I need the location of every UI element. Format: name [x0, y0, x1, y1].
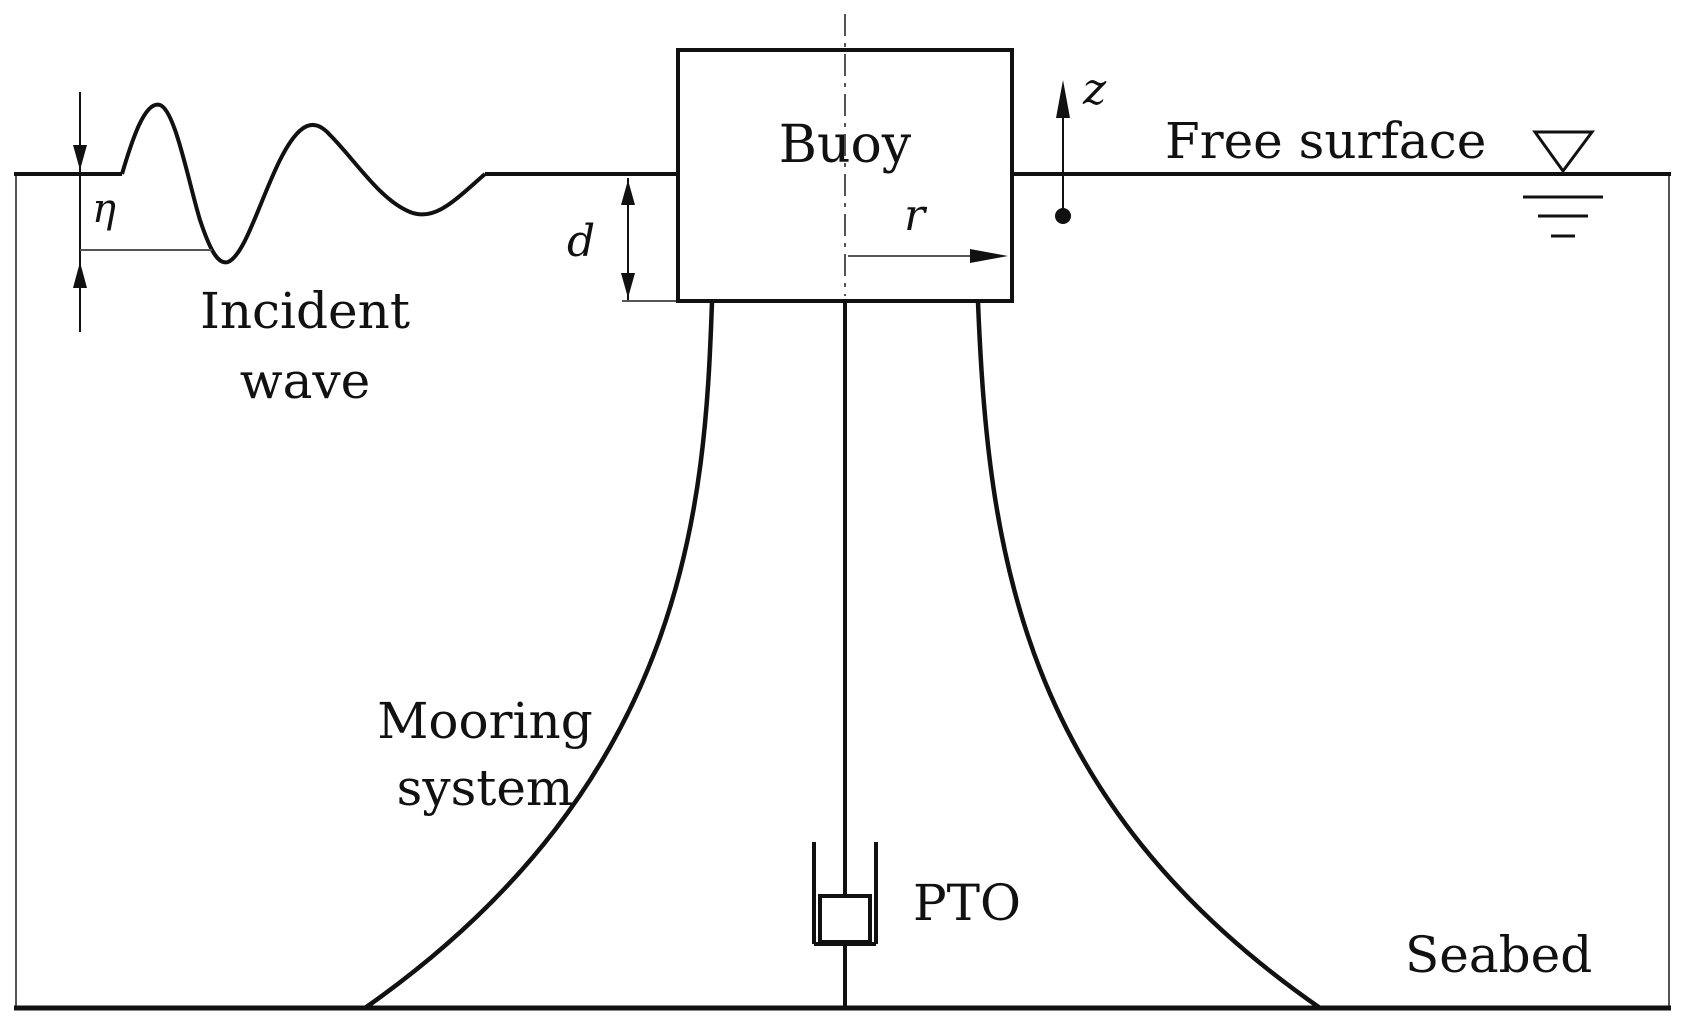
r-symbol: r — [904, 190, 928, 241]
water-level-icon — [1523, 130, 1603, 238]
incident-wave-curve — [120, 102, 487, 265]
eta-arrow-down — [73, 145, 87, 170]
z-arrow-head — [1056, 80, 1070, 118]
buoy-label: Buoy — [779, 115, 912, 175]
z-origin-dot — [1055, 208, 1071, 224]
d-symbol: d — [567, 216, 595, 267]
seabed-label: Seabed — [1405, 926, 1592, 984]
eta-symbol: η — [92, 186, 116, 232]
mooring-label-line2: system — [397, 759, 574, 817]
d-arrow-up — [621, 180, 635, 205]
z-symbol: z — [1082, 64, 1107, 115]
eta-arrow-up — [73, 262, 87, 288]
pto-damper — [812, 842, 878, 946]
free-surface-label: Free surface — [1165, 112, 1486, 170]
buoy-body — [676, 48, 1014, 303]
mooring-line-left — [363, 301, 715, 1010]
r-arrow-head — [970, 249, 1008, 263]
mooring-label-line1: Mooring — [377, 692, 593, 750]
pto-label: PTO — [913, 874, 1021, 932]
d-arrow-down — [621, 273, 635, 298]
mooring-line-right — [975, 301, 1322, 1010]
incident-wave-label-line1: Incident — [200, 282, 410, 340]
incident-wave-label-line2: wave — [240, 352, 370, 410]
